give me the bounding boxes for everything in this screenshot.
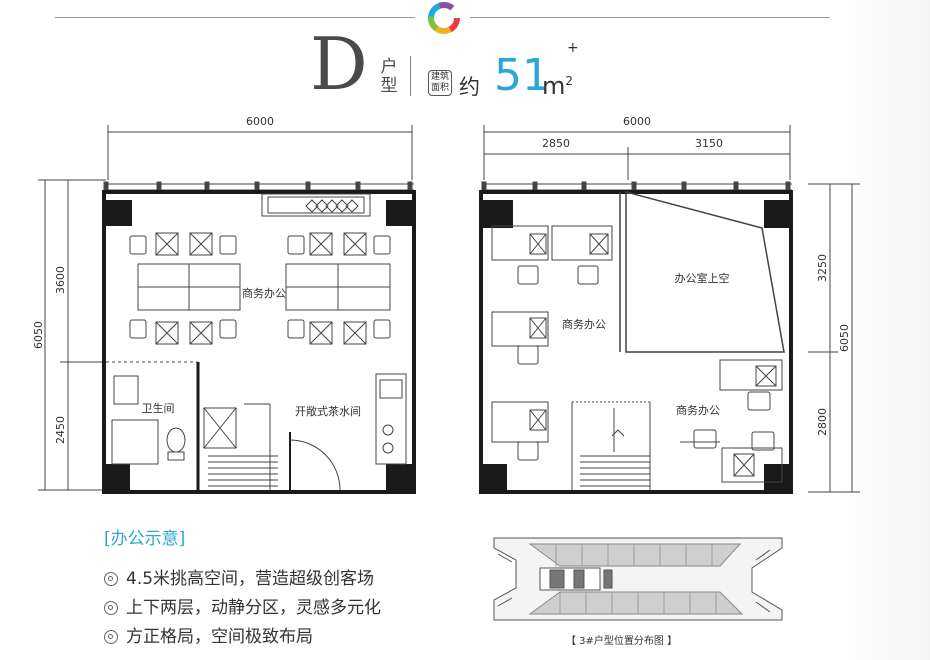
lower-office-label: 商务办公 (242, 286, 286, 300)
color-wheel-icon (428, 2, 460, 34)
area-badge-line-1: 建筑 (430, 72, 449, 82)
upper-total-height-dimension: 6050 (838, 324, 851, 352)
area-unit-base: m (542, 72, 566, 100)
upper-width-dimension: 6000 (623, 115, 651, 128)
lower-width-dimension: 6000 (246, 115, 274, 128)
bullet-icon (104, 601, 118, 615)
area-value: 51 (494, 50, 550, 101)
title-divider (410, 56, 411, 96)
page-edge-shade (838, 0, 930, 660)
area-badge: 建筑 面积 (428, 70, 452, 96)
feature-item: 上下两层，动静分区，灵感多元化 (104, 593, 381, 618)
area-badge-line-2: 面积 (430, 83, 449, 93)
bathroom-label: 卫生间 (142, 401, 175, 415)
lower-floor-plan (38, 125, 416, 494)
upper-right-width-dimension: 3150 (695, 137, 723, 150)
bullet-icon (104, 630, 118, 644)
upper-office-label-left: 商务办公 (562, 317, 606, 331)
upper-top-height-dimension: 3250 (816, 254, 829, 282)
upper-bottom-height-dimension: 2800 (816, 408, 829, 436)
header-rule-right (470, 17, 830, 18)
lower-total-height-dimension: 6050 (32, 321, 45, 349)
pantry-label: 开敞式茶水间 (295, 404, 361, 418)
void-label: 办公室上空 (675, 271, 730, 285)
unit-letter: D (310, 22, 368, 106)
location-map (493, 537, 783, 621)
feature-text: 4.5米挑高空间，营造超级创客场 (126, 569, 375, 589)
header-rule-left (55, 17, 415, 18)
upper-office-label-right: 商务办公 (676, 403, 720, 417)
area-approx-label: 约 (459, 75, 480, 99)
upper-floor-plan (479, 125, 860, 494)
lower-lower-height-dimension: 2450 (54, 416, 67, 444)
location-map-caption: 【 3#户型位置分布图 】 (566, 636, 678, 647)
plus-mark: + (567, 40, 579, 56)
feature-item: 4.5米挑高空间，营造超级创客场 (104, 564, 374, 589)
feature-text: 方正格局，空间极致布局 (126, 627, 313, 647)
area-unit-exponent: 2 (565, 74, 574, 88)
section-title: [办公示意] (104, 529, 186, 549)
feature-item: 方正格局，空间极致布局 (104, 622, 313, 647)
upper-left-width-dimension: 2850 (542, 137, 570, 150)
unit-type-label: 户型 (380, 57, 398, 96)
feature-text: 上下两层，动静分区，灵感多元化 (126, 598, 381, 618)
bullet-icon (104, 572, 118, 586)
lower-upper-height-dimension: 3600 (54, 266, 67, 294)
area-unit: m2 (542, 68, 573, 99)
